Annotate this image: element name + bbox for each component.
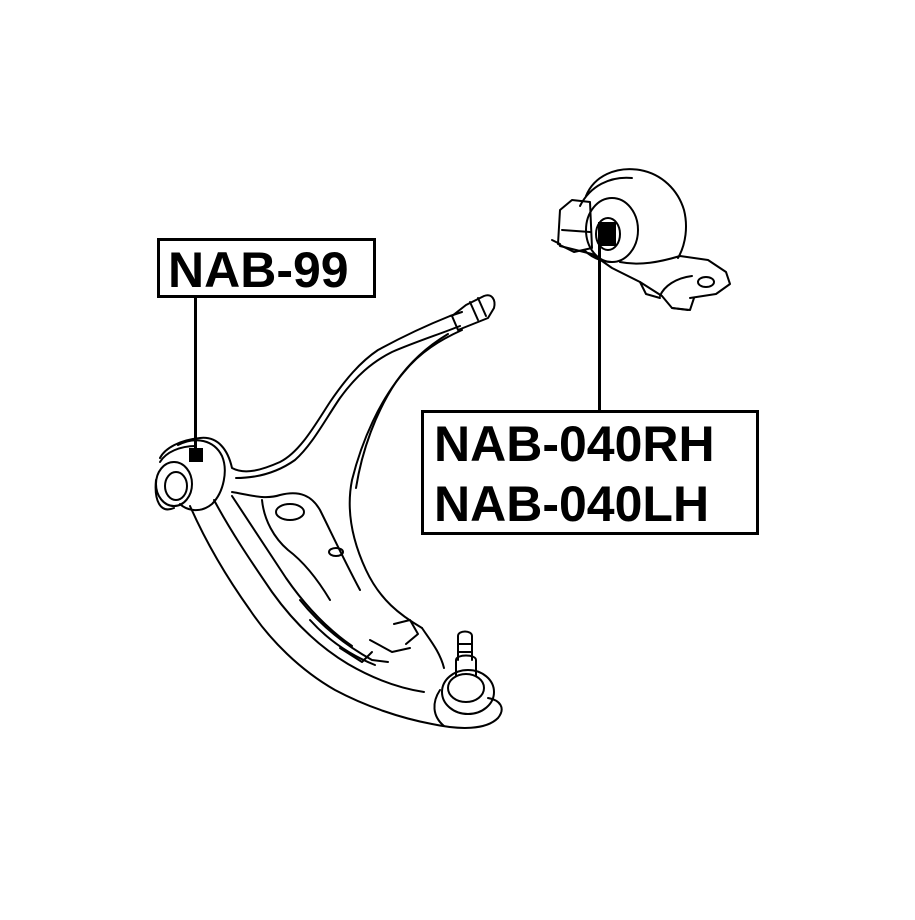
part-number-text-rh: NAB-040RH bbox=[434, 416, 715, 472]
part-number-text-lh: NAB-040LH bbox=[434, 476, 710, 532]
leader-line-nab-99 bbox=[194, 298, 197, 450]
leader-line-nab-040 bbox=[598, 246, 601, 410]
leader-dot-nab-99 bbox=[189, 448, 203, 462]
part-number-label-left: NAB-99 bbox=[157, 238, 376, 298]
part-number-label-right: NAB-040RH NAB-040LH bbox=[421, 410, 759, 535]
control-arm-drawing bbox=[154, 294, 503, 729]
part-number-text-left: NAB-99 bbox=[168, 242, 349, 298]
bushing-bracket-drawing bbox=[551, 168, 731, 311]
